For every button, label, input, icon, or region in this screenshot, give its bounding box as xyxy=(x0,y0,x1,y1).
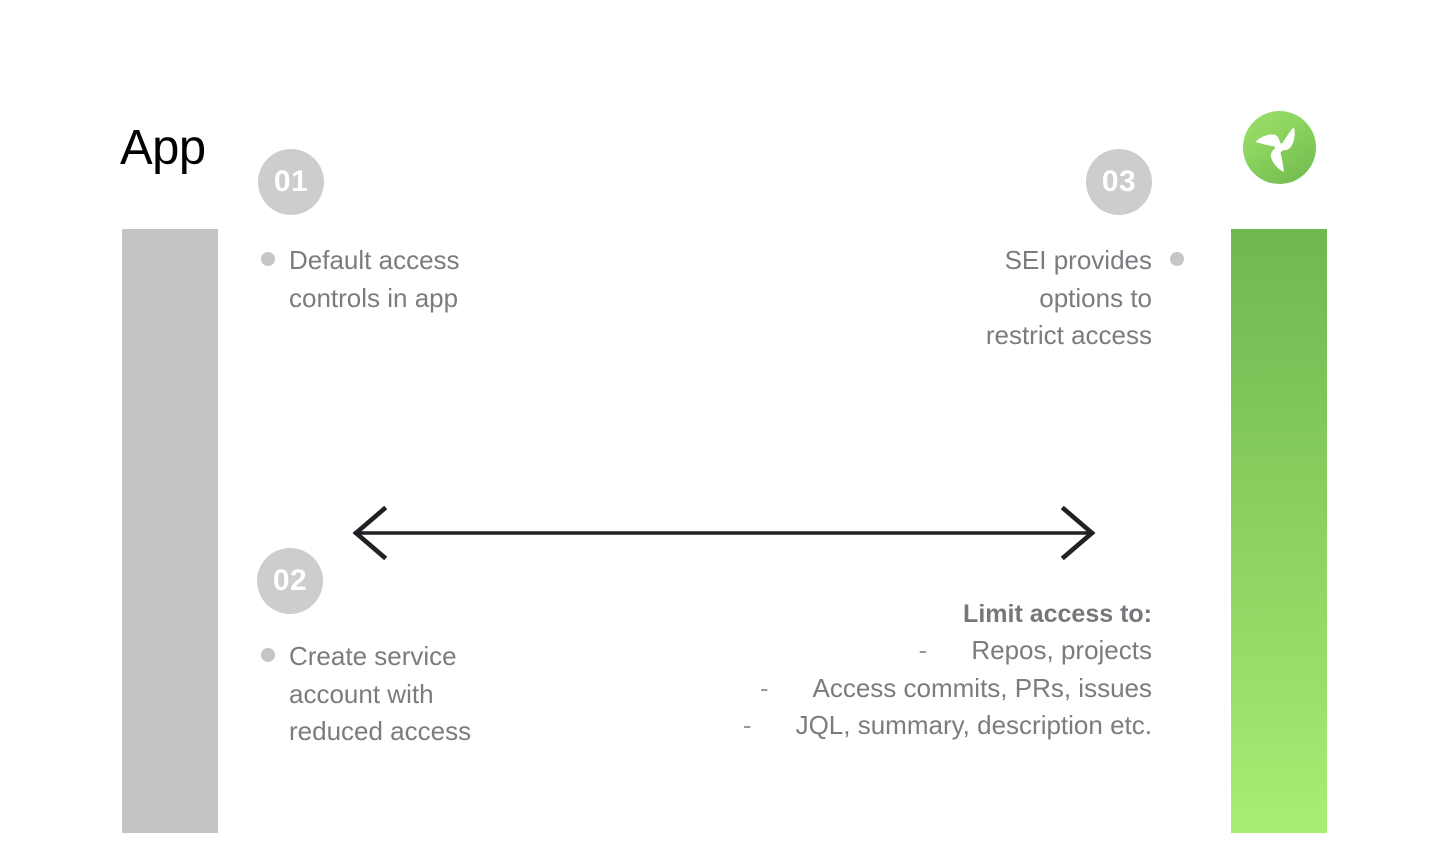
list-dash: - xyxy=(742,710,752,740)
bullet-dot-01 xyxy=(261,252,275,266)
left-gray-bar xyxy=(122,229,218,833)
step-badge-03: 03 xyxy=(1086,149,1152,215)
list-dash: - xyxy=(918,635,928,665)
step-number-01: 01 xyxy=(273,165,309,198)
step-text-02: Create service account with reduced acce… xyxy=(289,641,472,746)
step-number-03: 03 xyxy=(1101,165,1137,198)
step-badge-02: 02 xyxy=(257,548,323,614)
propeller-logo-icon xyxy=(1243,111,1316,184)
double-headed-arrow xyxy=(348,503,1100,563)
bullet-dot-02 xyxy=(261,648,275,662)
bullet-dot-03 xyxy=(1170,252,1184,266)
limit-access-row: - Access commits, PRs, issues xyxy=(620,670,1152,708)
step-badge-01: 01 xyxy=(258,149,324,215)
page-title: App xyxy=(120,121,206,175)
list-dash: - xyxy=(759,672,769,703)
limit-access-item: Access commits, PRs, issues xyxy=(812,672,1152,703)
step-text-01: Default access controls in app xyxy=(289,245,460,313)
limit-access-item: JQL, summary, description etc. xyxy=(795,710,1152,740)
limit-access-block: Limit access to: - Repos, projects - Acc… xyxy=(620,596,1152,745)
step-number-02: 02 xyxy=(272,564,308,597)
limit-access-row: - JQL, summary, description etc. xyxy=(620,707,1152,745)
limit-access-item: Repos, projects xyxy=(971,635,1152,665)
limit-access-heading: Limit access to: xyxy=(963,600,1152,628)
step-text-03: SEI provides options to restrict access xyxy=(985,245,1152,350)
right-green-bar xyxy=(1231,229,1327,833)
limit-access-row: - Repos, projects xyxy=(620,632,1152,670)
